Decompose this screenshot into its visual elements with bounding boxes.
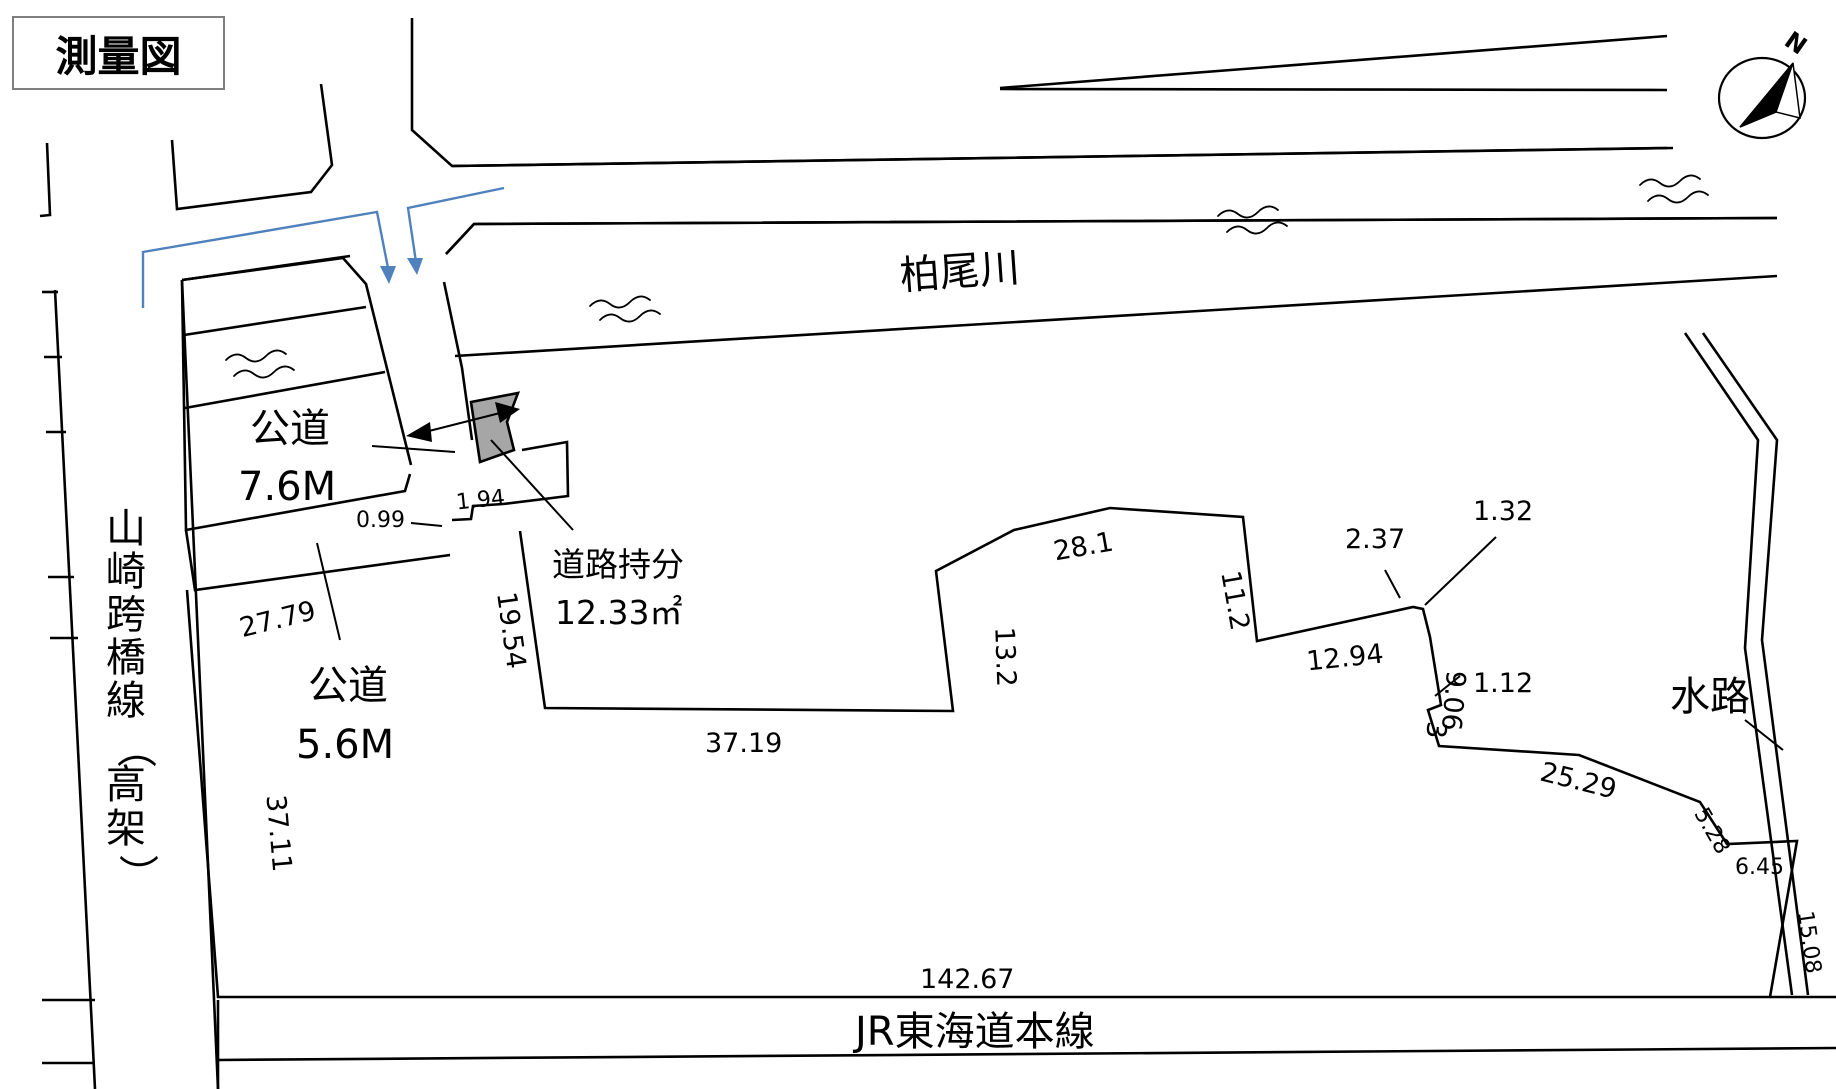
wave-icon	[233, 365, 295, 379]
svg-text:）: ）	[114, 854, 160, 894]
wave-icon	[589, 295, 651, 309]
viaduct-label: 山 崎 跨 橋 線 （ 高 架 ）	[106, 506, 160, 894]
upper-street	[410, 18, 1668, 168]
dim-3: 3	[1419, 720, 1451, 740]
public-road-1-width: 7.6M	[238, 464, 336, 510]
svg-text:線: 線	[106, 678, 146, 724]
access-arrows	[141, 186, 505, 308]
dim-19-54: 19.54	[490, 590, 531, 671]
road-width-arrow	[371, 402, 520, 453]
compass: N	[1717, 26, 1812, 140]
svg-text:山: 山	[106, 506, 146, 552]
waterway-label: 水路	[1670, 674, 1750, 720]
river-name: 柏尾川	[898, 245, 1021, 299]
compass-circle	[1717, 56, 1807, 140]
svg-text:高: 高	[106, 762, 146, 808]
dim-28-1: 28.1	[1051, 526, 1116, 567]
side-street	[39, 83, 334, 218]
dim-6-45: 6.45	[1735, 855, 1784, 880]
map-title: 測量図	[12, 16, 225, 90]
svg-text:橋: 橋	[106, 635, 146, 681]
svg-text:崎: 崎	[106, 549, 146, 595]
wave-icon	[1639, 174, 1701, 188]
dim-27-79: 27.79	[237, 595, 320, 644]
dim-1-94: 1.94	[455, 485, 506, 515]
site-lines	[42, 146, 1836, 1089]
road-share-label: 道路持分	[552, 545, 684, 584]
road-share-area-value: 12.33㎡	[555, 593, 682, 632]
dim-1-12: 1.12	[1473, 668, 1533, 699]
svg-text:（: （	[112, 728, 158, 768]
public-road-2-width: 5.6M	[296, 722, 394, 768]
dim-13-2: 13.2	[988, 626, 1021, 687]
dim-25-29: 25.29	[1537, 757, 1620, 806]
railway-label: JR東海道本線	[852, 1009, 1095, 1055]
svg-text:跨: 跨	[106, 592, 146, 638]
wave-icon	[1647, 190, 1709, 204]
public-road-2-label: 公道	[308, 663, 388, 709]
svg-text:架: 架	[106, 806, 146, 852]
labels: 公道 7.6M 公道 5.6M 柏尾川 水路 JR東海道本線 道路持分 12.3…	[106, 245, 1826, 1055]
north-label: N	[1779, 26, 1812, 60]
dim-0-99: 0.99	[356, 508, 405, 533]
wave-icon	[1226, 221, 1288, 235]
dim-142-67: 142.67	[920, 964, 1014, 995]
dim-5-28: 5.28	[1689, 804, 1735, 859]
dim-37-11: 37.11	[259, 793, 297, 873]
public-road-1-label: 公道	[250, 406, 330, 452]
wave-icons	[225, 174, 1709, 379]
dim-15-08: 15.08	[1792, 909, 1826, 975]
dim-12-94: 12.94	[1305, 639, 1385, 678]
wave-icon	[225, 349, 287, 363]
dim-2-37: 2.37	[1345, 524, 1405, 555]
dim-37-19: 37.19	[705, 728, 782, 759]
dim-1-32: 1.32	[1473, 496, 1533, 527]
leader-lines	[316, 522, 1784, 751]
wave-icon	[599, 309, 661, 323]
dim-9-06: 9.06	[1435, 669, 1471, 732]
wave-icon	[1217, 205, 1279, 219]
